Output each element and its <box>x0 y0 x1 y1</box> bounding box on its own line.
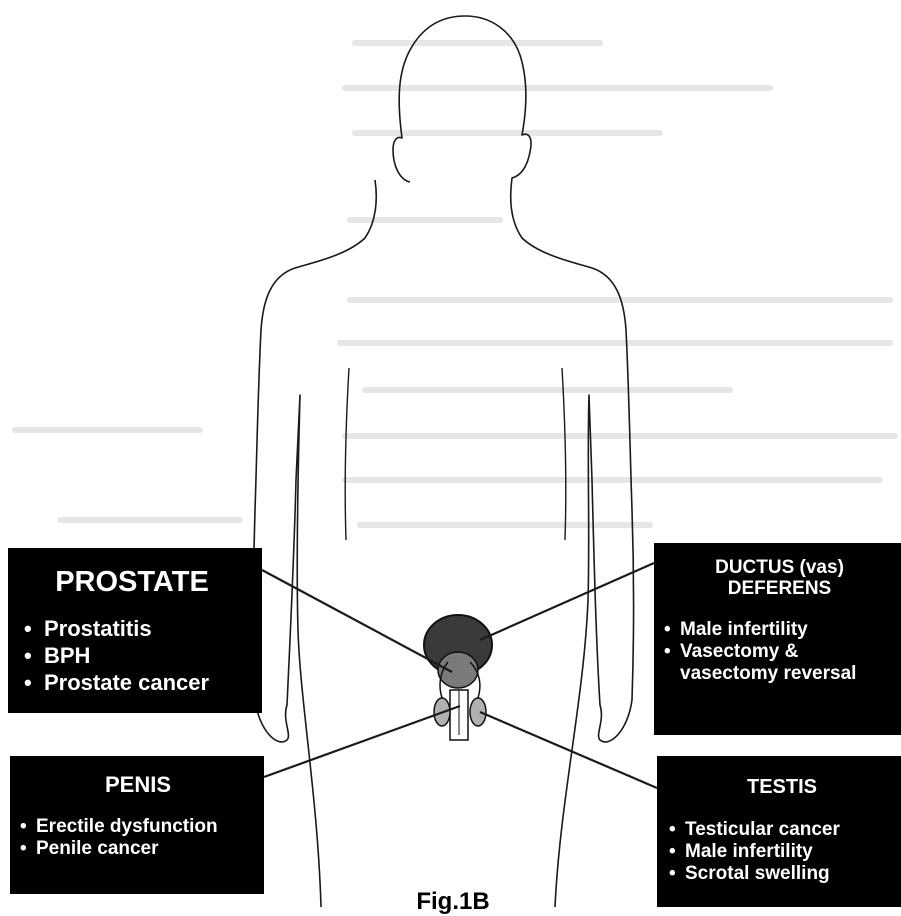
ductus-title: DUCTUS (vas) DEFERENS <box>664 557 895 599</box>
prostate-title: PROSTATE <box>24 566 252 599</box>
testis-callout-box: TESTIS Testicular cancer Male infertilit… <box>657 756 901 907</box>
penis-leader-line <box>264 706 460 777</box>
testis-title: TESTIS <box>669 776 895 799</box>
ductus-leader-line <box>480 563 654 640</box>
list-item: Prostatitis <box>24 615 252 642</box>
reproductive-organs <box>424 615 492 740</box>
prostate-organ <box>438 652 478 688</box>
right-arm-inner-line <box>562 368 566 540</box>
body-outline <box>254 16 634 907</box>
prostate-callout-box: PROSTATE Prostatitis BPH Prostate cancer <box>8 548 262 713</box>
background-bleed-through <box>15 43 895 525</box>
testis-conditions-list: Testicular cancer Male infertility Scrot… <box>669 819 895 885</box>
list-item-line2: vasectomy reversal <box>680 663 895 685</box>
penis-title: PENIS <box>20 772 256 798</box>
figure-caption: Fig.1B <box>398 888 508 916</box>
ductus-deferens-callout-box: DUCTUS (vas) DEFERENS Male infertility V… <box>654 543 901 735</box>
list-item: Vasectomy & vasectomy reversal <box>664 641 895 685</box>
ductus-title-line1: DUCTUS (vas) <box>664 557 895 578</box>
ductus-conditions-list: Male infertility Vasectomy & vasectomy r… <box>664 619 895 685</box>
list-item-line1: Vasectomy & <box>680 641 895 663</box>
left-arm-inner-line <box>345 368 349 540</box>
list-item: Penile cancer <box>20 838 256 860</box>
penis-callout-box: PENIS Erectile dysfunction Penile cancer <box>10 756 264 894</box>
right-testis-organ <box>470 698 486 726</box>
list-item: Erectile dysfunction <box>20 816 256 838</box>
list-item: Male infertility <box>664 619 895 641</box>
prostate-conditions-list: Prostatitis BPH Prostate cancer <box>24 615 252 696</box>
list-item: Scrotal swelling <box>669 863 895 885</box>
list-item: BPH <box>24 642 252 669</box>
ductus-title-line2: DEFERENS <box>664 578 895 599</box>
list-item: Male infertility <box>669 841 895 863</box>
penis-conditions-list: Erectile dysfunction Penile cancer <box>20 816 256 860</box>
list-item: Testicular cancer <box>669 819 895 841</box>
list-item: Prostate cancer <box>24 669 252 696</box>
